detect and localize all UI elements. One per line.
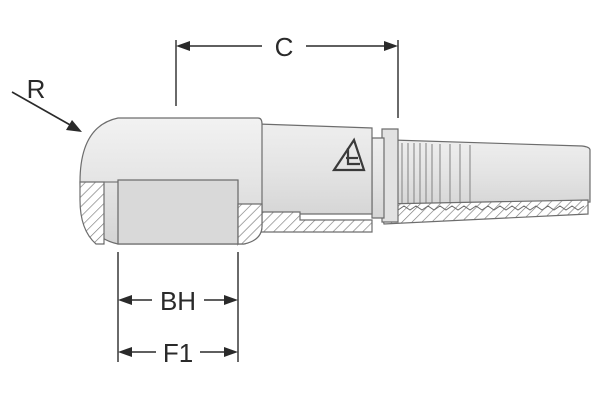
barb-ridges xyxy=(395,143,471,204)
collar xyxy=(371,128,399,223)
triangle-brand-mark-icon xyxy=(331,137,366,172)
dimension-f1: F1 xyxy=(118,338,238,368)
banjo-ring xyxy=(79,117,263,245)
hose-tail xyxy=(379,139,591,225)
dimension-r-label: R xyxy=(27,74,46,104)
dimension-f1-label: F1 xyxy=(163,338,193,368)
dimension-c: C xyxy=(175,32,399,118)
dimension-bh-label: BH xyxy=(160,286,196,316)
dimension-bh: BH xyxy=(117,252,239,362)
tail-section-hatch xyxy=(379,199,589,225)
dimension-c-label: C xyxy=(275,32,294,62)
ring-section-hatch-left xyxy=(79,181,105,245)
ring-section-hatch-right xyxy=(237,203,263,245)
dimension-r: R xyxy=(11,74,82,132)
